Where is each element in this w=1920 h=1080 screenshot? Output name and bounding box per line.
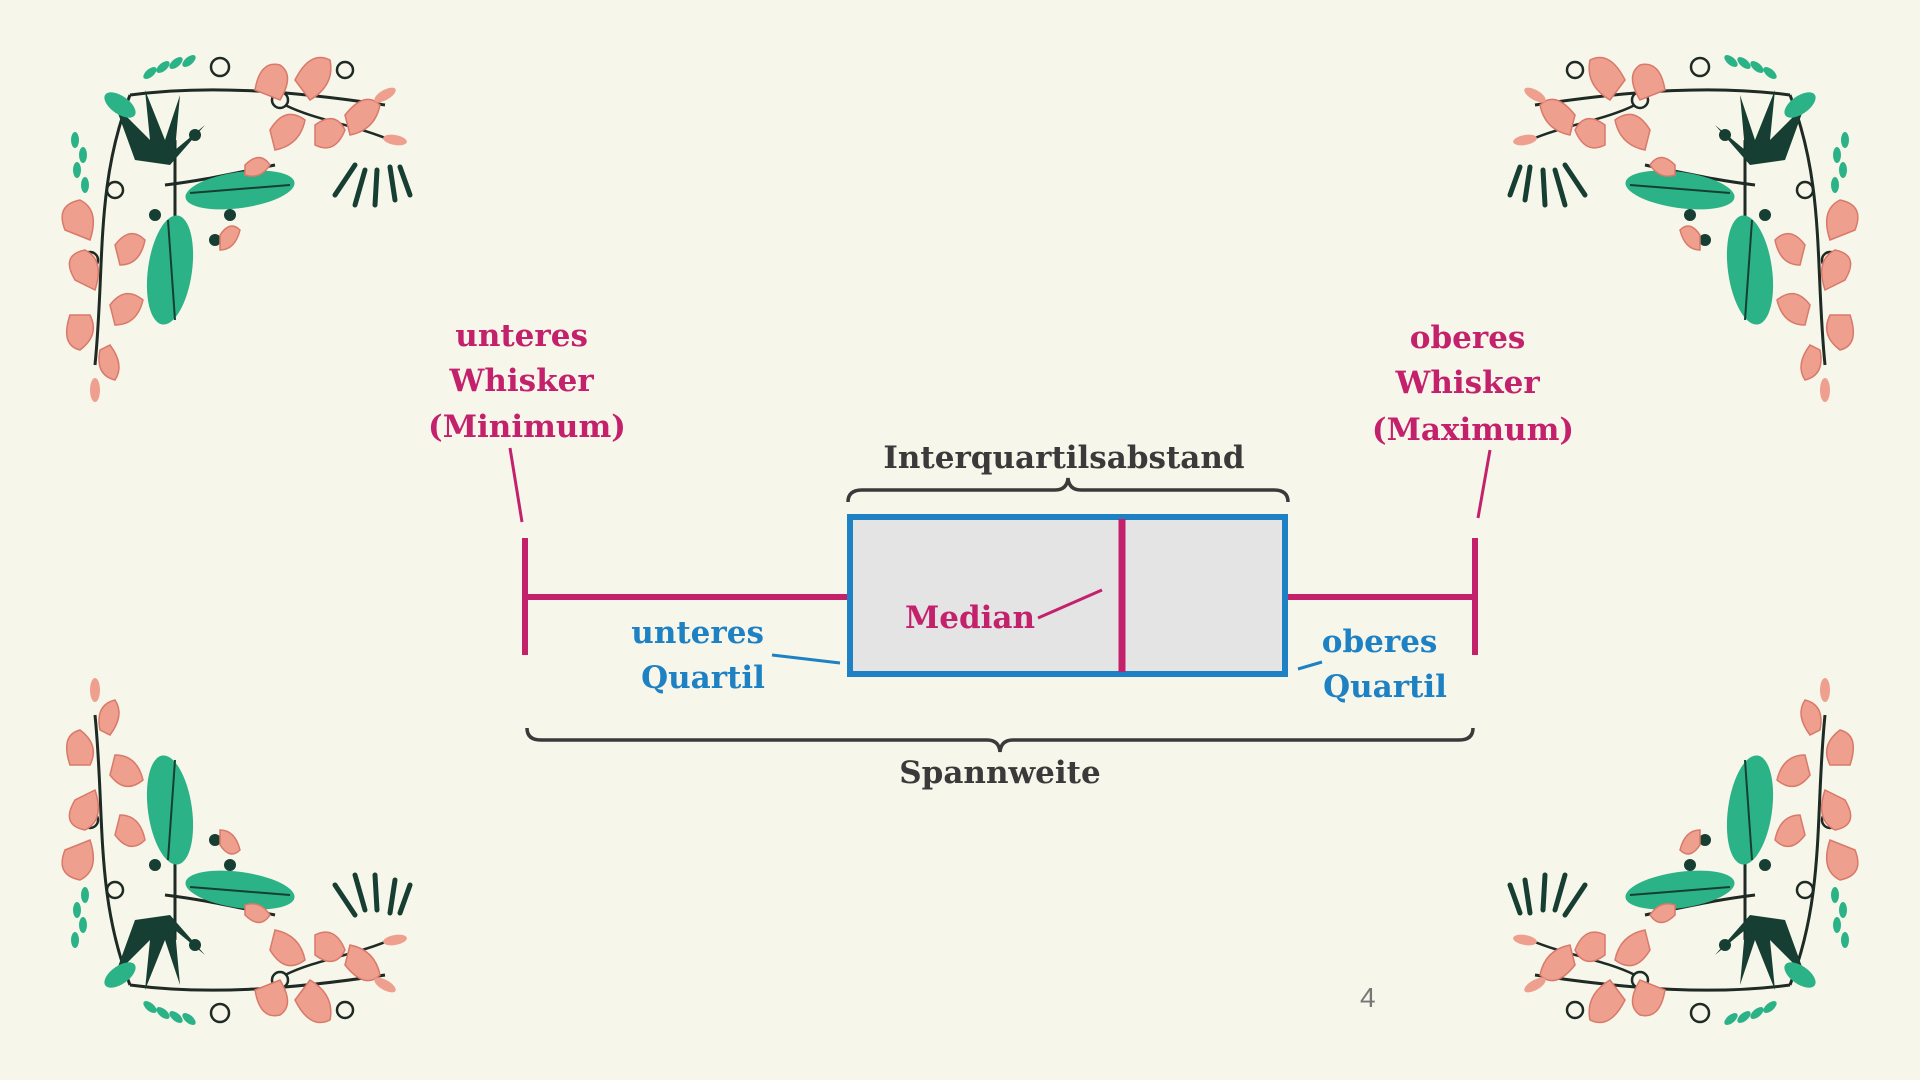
upper-whisker-leader <box>1476 449 1492 519</box>
upper-whisker-label: oberes Whisker (Maximum) <box>1372 320 1574 448</box>
lower-whisker-label-line-1: unteres <box>455 318 588 354</box>
interquartile-box <box>847 514 1288 677</box>
range-brace <box>525 727 1475 753</box>
range-label: Spannweite <box>899 755 1100 791</box>
lower-quartile-label: unteres Quartil <box>631 615 774 696</box>
lower-quartile-label-line-1: unteres <box>631 615 764 651</box>
upper-whisker-label-line-1: oberes <box>1410 320 1526 356</box>
upper-quartile-label-line-1: oberes <box>1322 624 1438 660</box>
floral-corner-icon <box>61 55 413 402</box>
lower-quartile-leader <box>771 653 841 665</box>
iqr-brace <box>846 477 1290 503</box>
upper-quartile-leader <box>1297 660 1323 671</box>
iqr-label: Interquartilsabstand <box>883 440 1244 476</box>
lower-whisker-label-line-2: Whisker <box>449 363 595 399</box>
median-leader <box>1037 588 1103 620</box>
lower-whisker-label-line-3: (Minimum) <box>428 409 626 445</box>
lower-whisker-label: unteres Whisker (Minimum) <box>428 318 626 445</box>
lower-quartile-label-line-2: Quartil <box>641 660 765 696</box>
upper-whisker-label-line-3: (Maximum) <box>1372 412 1574 448</box>
upper-quartile-label: oberes Quartil <box>1322 624 1448 705</box>
page-number: 4 <box>1360 982 1376 1013</box>
median-label: Median <box>905 600 1035 636</box>
upper-whisker-label-line-2: Whisker <box>1395 365 1541 401</box>
lower-whisker-leader <box>508 447 524 523</box>
upper-quartile-label-line-2: Quartil <box>1323 669 1447 705</box>
